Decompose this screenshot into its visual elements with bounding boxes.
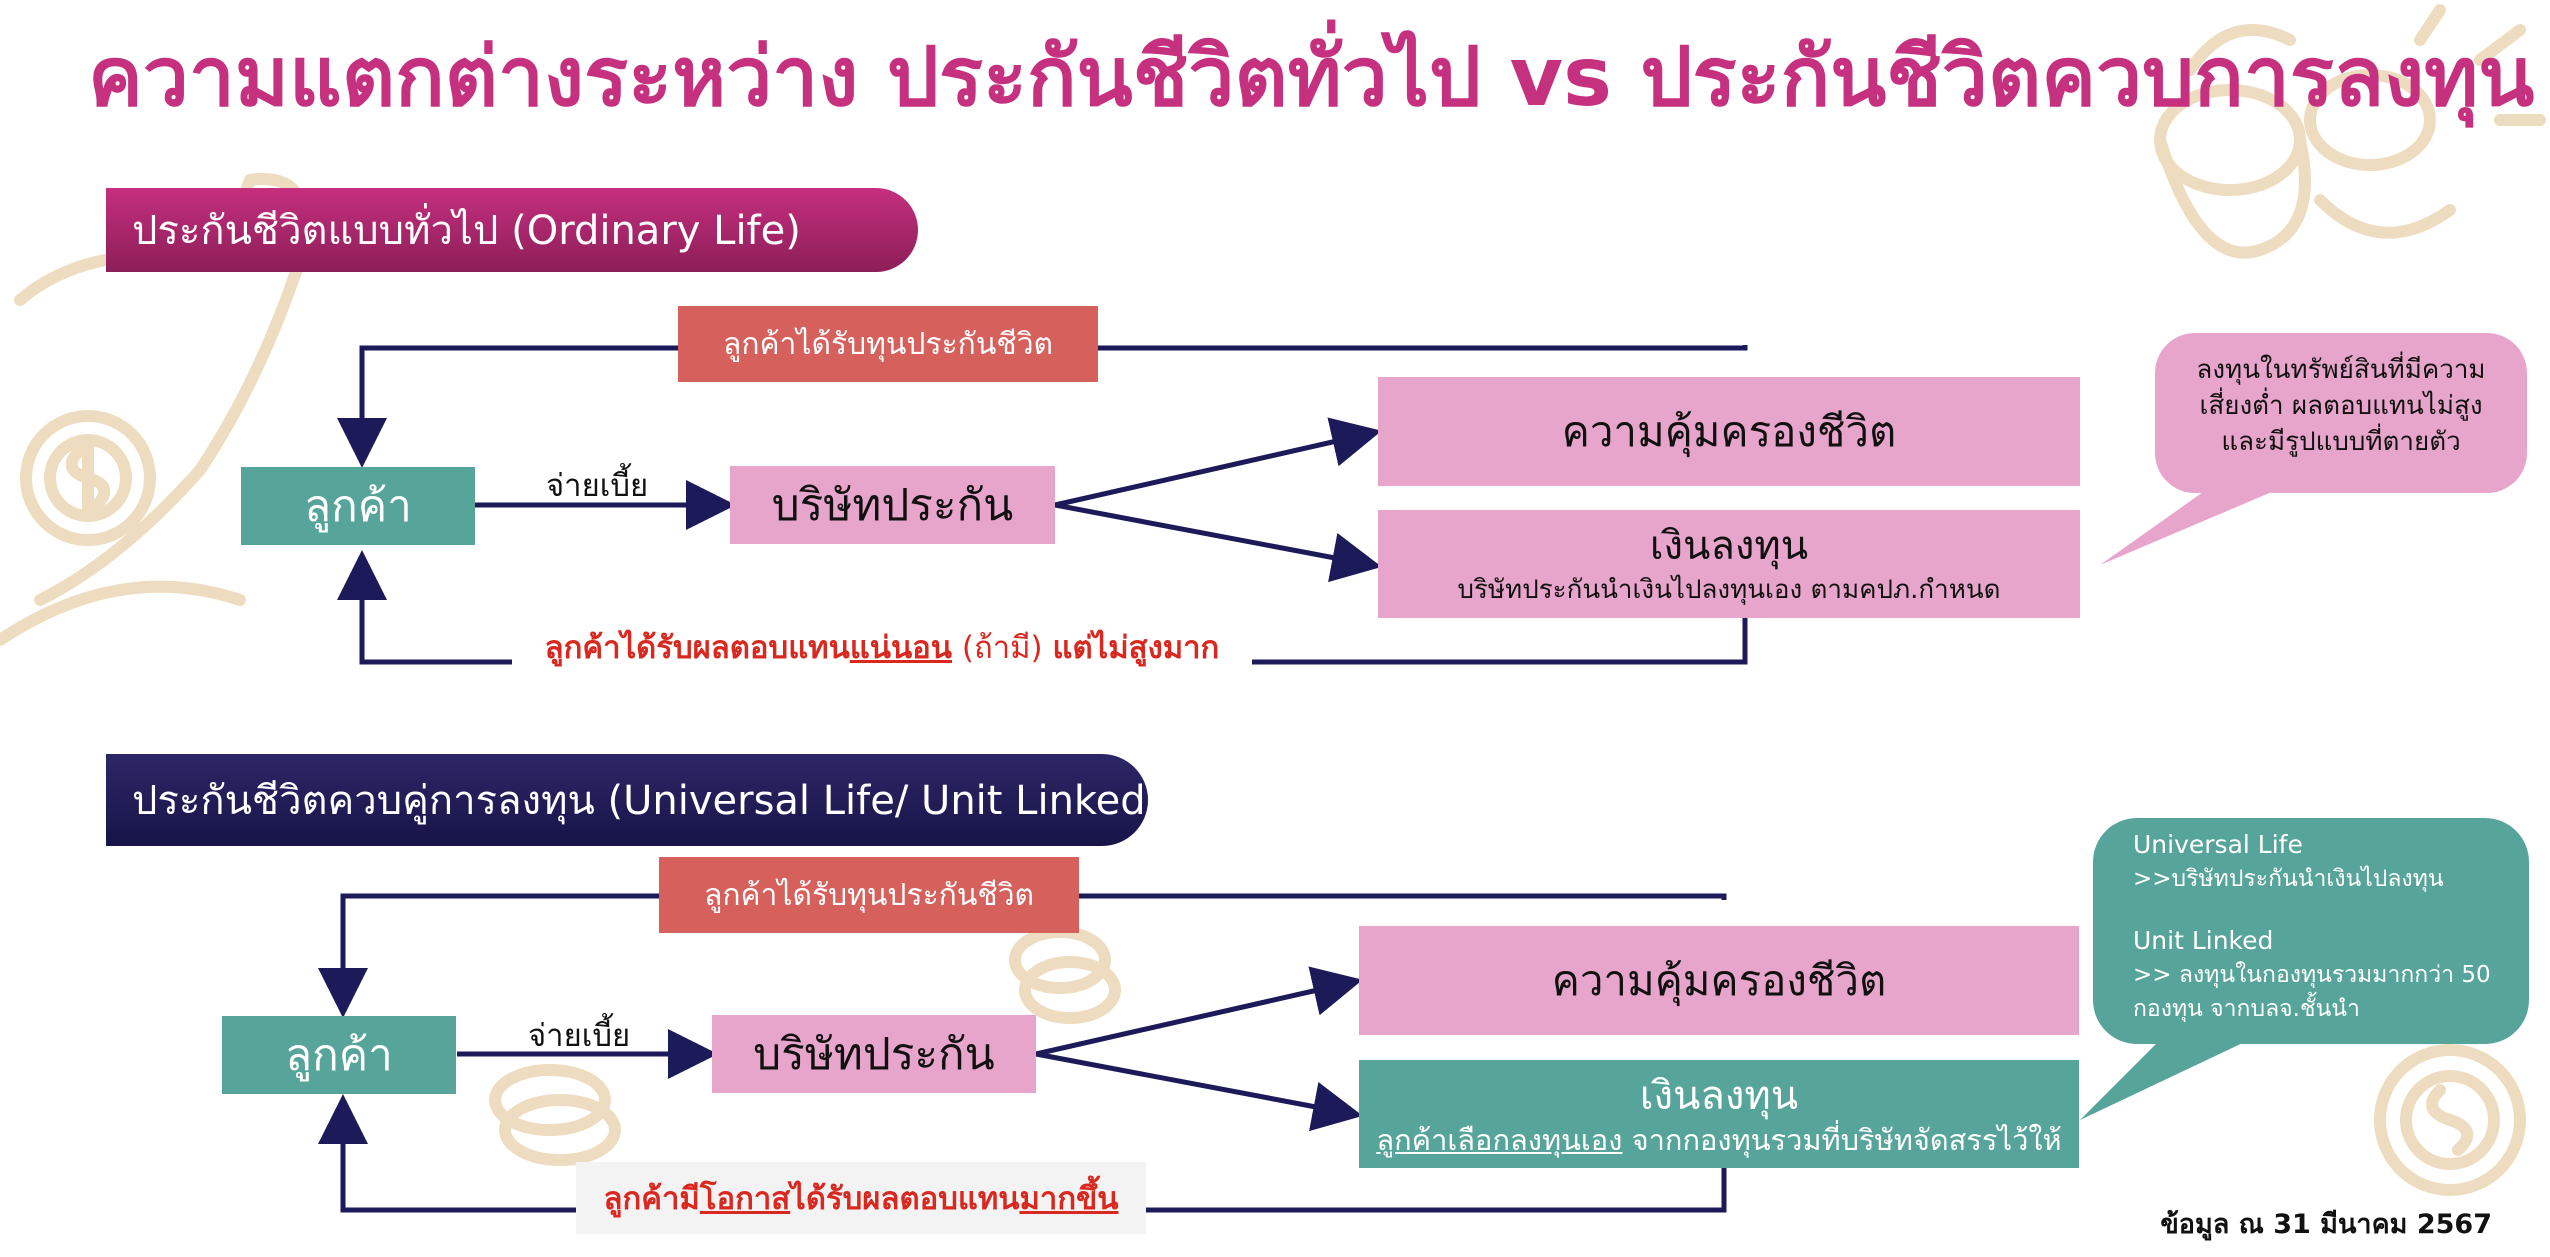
return-label-2: ลูกค้ามีโอกาสได้รับผลตอบแทนมากขึ้น xyxy=(576,1162,1146,1234)
insurer-to-invest-arrow-2 xyxy=(1035,1051,1363,1132)
bubble-unit-linked-text: Universal Life >>บริษัทประกันนำเงินไปลงท… xyxy=(2133,830,2491,1022)
sum-assured-label-2: ลูกค้าได้รับทุนประกันชีวิต xyxy=(659,857,1079,933)
insurer-box-2: บริษัทประกัน xyxy=(712,1015,1036,1093)
investment-box: เงินลงทุน บริษัทประกันนำเงินไปลงทุนเอง ต… xyxy=(1378,510,2080,618)
coin-bottom-right-icon xyxy=(2374,1044,2526,1196)
investment-title-2: เงินลงทุน xyxy=(1639,1073,1799,1119)
investment-note: บริษัทประกันนำเงินไปลงทุนเอง ตามคปภ.กำหน… xyxy=(1457,575,2001,605)
customer-box: ลูกค้า xyxy=(241,467,475,545)
return-label: ลูกค้าได้รับผลตอบแทนแน่นอน (ถ้ามี) แต่ไม… xyxy=(512,622,1252,672)
section-header-ordinary-life: ประกันชีวิตแบบทั่วไป (Ordinary Life) xyxy=(106,188,918,272)
customer-box-2: ลูกค้า xyxy=(222,1016,456,1094)
insurer-to-cover-arrow-2 xyxy=(1035,966,1363,1057)
investment-title: เงินลงทุน xyxy=(1649,523,1809,569)
coins-middle-doodle xyxy=(489,926,1121,1166)
data-date-footer: ข้อมูล ณ 31 มีนาคม 2567 xyxy=(2160,1209,2492,1240)
sum-assured-label: ลูกค้าได้รับทุนประกันชีวิต xyxy=(678,306,1098,382)
coin-icon xyxy=(20,410,156,546)
bubble-ordinary-text: ลงทุนในทรัพย์สินที่มีความ เสี่ยงต่ำ ผลตอ… xyxy=(2196,355,2486,457)
page-title: ความแตกต่างระหว่าง ประกันชีวิตทั่วไป vs … xyxy=(88,30,2535,125)
lightbulb-doodle xyxy=(2414,4,2546,126)
insurer-box: บริษัทประกัน xyxy=(730,466,1055,544)
section-header-universal-life: ประกันชีวิตควบคู่การลงทุน (Universal Lif… xyxy=(106,754,1161,846)
insurer-to-invest-arrow xyxy=(1054,502,1382,583)
pay-premium-label-2: จ่ายเบี้ย xyxy=(528,1018,631,1054)
life-cover-box: ความคุ้มครองชีวิต xyxy=(1378,377,2080,486)
life-cover-box-2: ความคุ้มครองชีวิต xyxy=(1359,926,2079,1035)
investment-note-2: ลูกค้าเลือกลงทุนเอง จากกองทุนรวมที่บริษั… xyxy=(1376,1123,2062,1157)
insurer-to-cover-arrow xyxy=(1054,417,1382,508)
coin-stack-doodle xyxy=(2154,24,2456,259)
jar-doodle-2 xyxy=(0,580,246,646)
investment-box-2: เงินลงทุน ลูกค้าเลือกลงทุนเอง จากกองทุนร… xyxy=(1359,1060,2079,1168)
pay-premium-label: จ่ายเบี้ย xyxy=(546,468,649,504)
